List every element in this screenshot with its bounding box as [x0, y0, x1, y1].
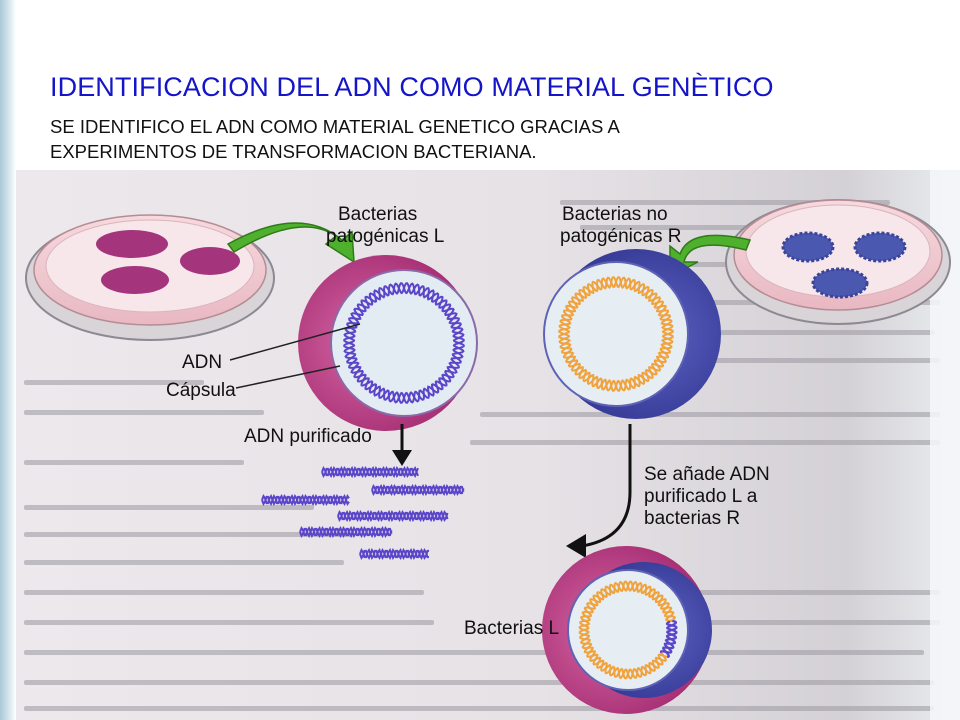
label-dna: ADN — [182, 352, 222, 373]
label-capsule: Cápsula — [166, 380, 236, 401]
colony-l-2 — [180, 247, 240, 275]
colony-l-3 — [101, 266, 169, 294]
curved-arrow-head — [566, 534, 586, 558]
dna-fragment-3-b — [261, 493, 350, 507]
label-purified-dna: ADN purificado — [244, 426, 372, 447]
colony-r-2 — [853, 231, 907, 263]
dna-fragment-5-b — [299, 525, 393, 539]
subtitle-line-1: SE IDENTIFICO EL ADN COMO MATERIAL GENET… — [50, 116, 620, 137]
slide-edge-decoration — [0, 0, 16, 720]
dna-fragment-2-b — [371, 483, 465, 497]
dna-fragment-1-b — [321, 465, 419, 479]
slide-title: IDENTIFICACION DEL ADN COMO MATERIAL GEN… — [50, 72, 774, 102]
petri-dish-r — [725, 199, 951, 325]
dna-result-strand-b — [578, 580, 677, 680]
label-added-2: purificado L a — [644, 486, 758, 507]
dna-fragment-6-b — [359, 547, 429, 561]
leader-adn — [229, 323, 361, 361]
label-result: Bacterias L — [464, 618, 559, 639]
arrow-to-cell-l — [226, 222, 355, 264]
cell-r — [543, 249, 721, 419]
arrow-down-head — [392, 450, 412, 466]
dna-result-insert-b — [662, 620, 678, 658]
cell-result — [542, 546, 712, 714]
purified-dna-fragments — [261, 465, 465, 561]
slide-subtitle: SE IDENTIFICO EL ADN COMO MATERIAL GENET… — [50, 114, 930, 164]
dna-r-strand-b — [558, 276, 674, 392]
leader-capsula — [235, 365, 341, 389]
dna-l-strand-b — [343, 282, 465, 404]
curved-arrow-shaft — [581, 424, 632, 548]
label-pathogenic-1: Bacterias — [338, 204, 417, 225]
dna-fragment-4-b — [337, 509, 449, 523]
arrow-to-cell-r — [669, 234, 752, 278]
petri-dish-l — [25, 214, 275, 341]
transformation-diagram: Bacterias patogénicas L Bacterias no pat… — [16, 170, 960, 720]
label-nonpathogenic-2: patogénicas R — [560, 226, 681, 247]
cell-l — [298, 255, 478, 431]
subtitle-line-2: EXPERIMENTOS DE TRANSFORMACION BACTERIAN… — [50, 141, 537, 162]
colony-l-1 — [96, 230, 168, 258]
label-added-1: Se añade ADN — [644, 464, 770, 485]
label-nonpathogenic-1: Bacterias no — [562, 204, 668, 225]
dna-fragment-6-a — [359, 547, 429, 561]
colony-r-1 — [781, 231, 835, 263]
colony-r-3 — [811, 267, 869, 299]
label-pathogenic-2: patogénicas L — [326, 226, 444, 247]
label-added-3: bacterias R — [644, 508, 740, 529]
